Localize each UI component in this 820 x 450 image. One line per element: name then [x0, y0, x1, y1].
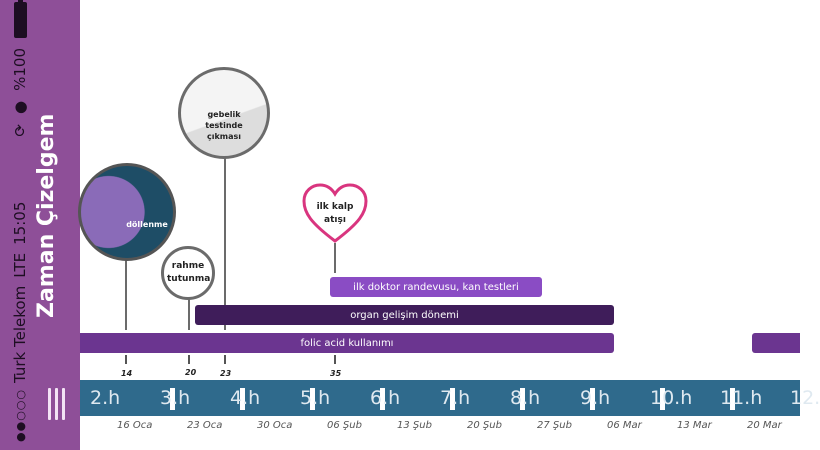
week-separator	[380, 388, 385, 410]
week-label[interactable]: 4.h	[230, 387, 261, 409]
menu-icon	[48, 388, 51, 420]
week-label[interactable]: 2.h	[90, 387, 121, 409]
network-type: LTE	[11, 252, 29, 278]
milestone-label: ilk kalp atışı	[316, 202, 354, 225]
date-label: 13 Şub	[397, 420, 432, 431]
week-label[interactable]: 8.h	[510, 387, 541, 409]
week-separator	[240, 388, 245, 410]
heart-icon	[302, 183, 368, 243]
week-separator	[800, 388, 805, 410]
milestone-implantation[interactable]: rahme tutunma	[161, 246, 215, 300]
menu-button[interactable]	[48, 388, 68, 420]
page-title: Zaman Çizelgem	[34, 113, 59, 318]
status-bar: ●●○○○ Turk Telekom LTE 15:05 ⟳ ● %100	[10, 2, 30, 442]
date-label: 30 Oca	[257, 420, 293, 431]
date-label: 23 Oca	[187, 420, 223, 431]
date-label: 16 Oca	[117, 420, 153, 431]
date-label: 06 Mar	[607, 420, 642, 431]
rotation-lock-icon: ⟳	[11, 123, 29, 137]
milestone-label: rahme tutunma	[167, 261, 211, 284]
week-label[interactable]: 11.h	[720, 387, 763, 409]
milestone-label: gebelik testinde çıkması	[205, 110, 243, 141]
battery-percent: %100	[11, 48, 29, 91]
week-label[interactable]: 12.	[790, 387, 820, 409]
week-separator	[310, 388, 315, 410]
date-label: 06 Şub	[327, 420, 362, 431]
battery-icon	[13, 2, 27, 38]
bar-doctor-visit[interactable]: ilk doktor randevusu, kan testleri	[330, 277, 542, 297]
milestone-line	[224, 158, 226, 330]
day-label: 14	[121, 369, 133, 378]
week-separator	[590, 388, 595, 410]
day-tick	[334, 355, 336, 364]
week-label[interactable]: 5.h	[300, 387, 331, 409]
week-timeline[interactable]: 2.h 3.h 4.h 5.h 6.h 7.h 8.h 9.h 10.h 11.h 12.	[80, 380, 820, 416]
milestone-line	[188, 298, 190, 330]
milestone-label: döllenme	[126, 219, 168, 229]
day-label: 35	[330, 369, 342, 378]
carrier-name: Turk Telekom	[11, 285, 29, 383]
milestone-fertilization[interactable]: döllenme	[78, 163, 176, 261]
week-separator	[730, 388, 735, 410]
date-label: 20 Mar	[747, 420, 782, 431]
milestone-heartbeat[interactable]: ilk kalp atışı	[301, 183, 369, 245]
bar-organ-development[interactable]: organ gelişim dönemi	[195, 305, 614, 325]
date-label: 20 Şub	[467, 420, 502, 431]
alarm-icon: ●	[11, 100, 29, 114]
day-tick	[188, 355, 190, 364]
date-label: 27 Şub	[537, 420, 572, 431]
day-label: 23	[220, 369, 232, 378]
week-separator	[660, 388, 665, 410]
bar-folic-acid-continued[interactable]	[752, 333, 800, 353]
sidebar: ●●○○○ Turk Telekom LTE 15:05 ⟳ ● %100 Za…	[0, 0, 80, 450]
day-tick	[224, 355, 226, 364]
week-separator	[520, 388, 525, 410]
date-label: 13 Mar	[677, 420, 712, 431]
week-label[interactable]: 3.h	[160, 387, 191, 409]
signal-strength: ●●○○○	[13, 389, 27, 442]
week-label[interactable]: 9.h	[580, 387, 611, 409]
day-tick	[125, 355, 127, 364]
bar-folic-acid[interactable]: folic acid kullanımı	[80, 333, 614, 353]
week-label[interactable]: 10.h	[650, 387, 693, 409]
week-separator	[170, 388, 175, 410]
milestone-pregnancy-test[interactable]: gebelik testinde çıkması	[178, 67, 270, 159]
week-label[interactable]: 6.h	[370, 387, 401, 409]
week-separator	[450, 388, 455, 410]
week-label[interactable]: 7.h	[440, 387, 471, 409]
clock: 15:05	[11, 201, 29, 245]
milestone-line	[334, 243, 336, 273]
day-label: 20	[185, 368, 197, 377]
milestone-line	[125, 255, 127, 330]
